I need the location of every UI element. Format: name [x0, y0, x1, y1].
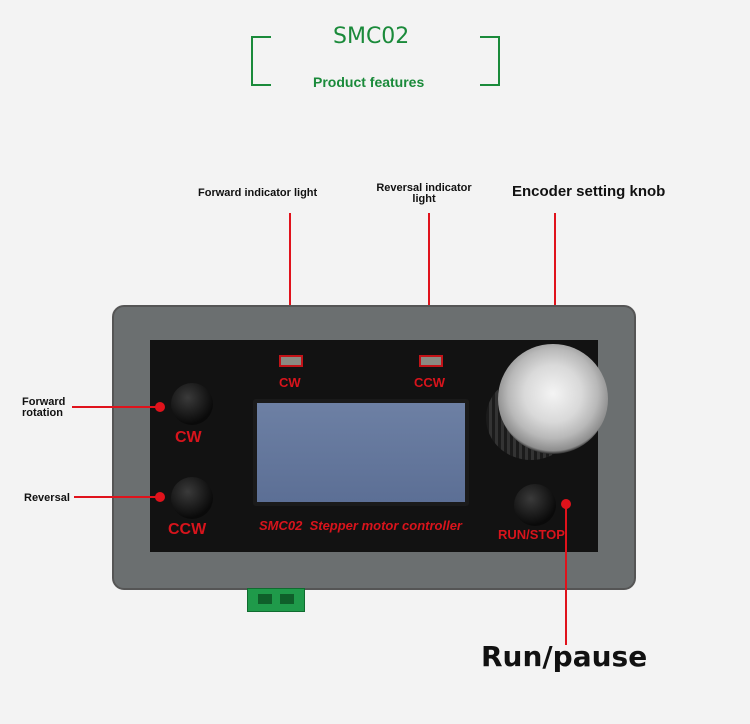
- forward-rotation-callout: Forward rotation: [22, 397, 65, 419]
- ccw-button[interactable]: [171, 477, 213, 519]
- forward-rotation-dot: [155, 402, 165, 412]
- run-pause-dot: [561, 499, 571, 509]
- reversal-indicator-callout: Reversal indicator light: [375, 183, 473, 205]
- terminal-connector: [247, 588, 305, 612]
- reversal-dot: [155, 492, 165, 502]
- reversal-line: [74, 496, 160, 498]
- panel-caption: SMC02 Stepper motor controller: [259, 518, 462, 533]
- page-title: SMC02: [333, 24, 410, 49]
- run-pause-line: [565, 505, 567, 645]
- cw-led-label: CW: [279, 375, 301, 390]
- terminal-hole-1: [258, 594, 272, 604]
- ccw-led-label: CCW: [414, 375, 446, 390]
- cw-indicator-led: [279, 355, 303, 367]
- reversal-indicator-line: [428, 213, 430, 351]
- ccw-indicator-led: [419, 355, 443, 367]
- cw-button-label: CW: [175, 429, 202, 446]
- ccw-button-label: CCW: [168, 521, 207, 538]
- header-bracket-right: [480, 36, 500, 86]
- cw-button[interactable]: [171, 383, 213, 425]
- run-stop-button[interactable]: [514, 484, 556, 526]
- run-pause-callout: Run/pause: [481, 640, 648, 673]
- lcd-display: [253, 399, 469, 506]
- page-subtitle: Product features: [313, 74, 425, 90]
- header-bracket-left: [251, 36, 271, 86]
- forward-rotation-line: [72, 406, 160, 408]
- terminal-hole-2: [280, 594, 294, 604]
- reversal-indicator-line2: light: [412, 193, 436, 205]
- reversal-indicator-line1: Reversal indicator: [376, 182, 472, 194]
- forward-rotation-line1: Forward: [22, 396, 66, 408]
- forward-indicator-line: [289, 213, 291, 351]
- forward-rotation-line2: rotation: [22, 407, 63, 419]
- forward-indicator-callout: Forward indicator light: [198, 187, 318, 199]
- run-stop-button-label: RUN/STOP: [498, 527, 565, 542]
- reversal-callout: Reversal: [24, 492, 70, 504]
- encoder-knob-line: [554, 213, 556, 385]
- encoder-knob[interactable]: [498, 344, 608, 454]
- encoder-knob-callout: Encoder setting knob: [512, 183, 666, 200]
